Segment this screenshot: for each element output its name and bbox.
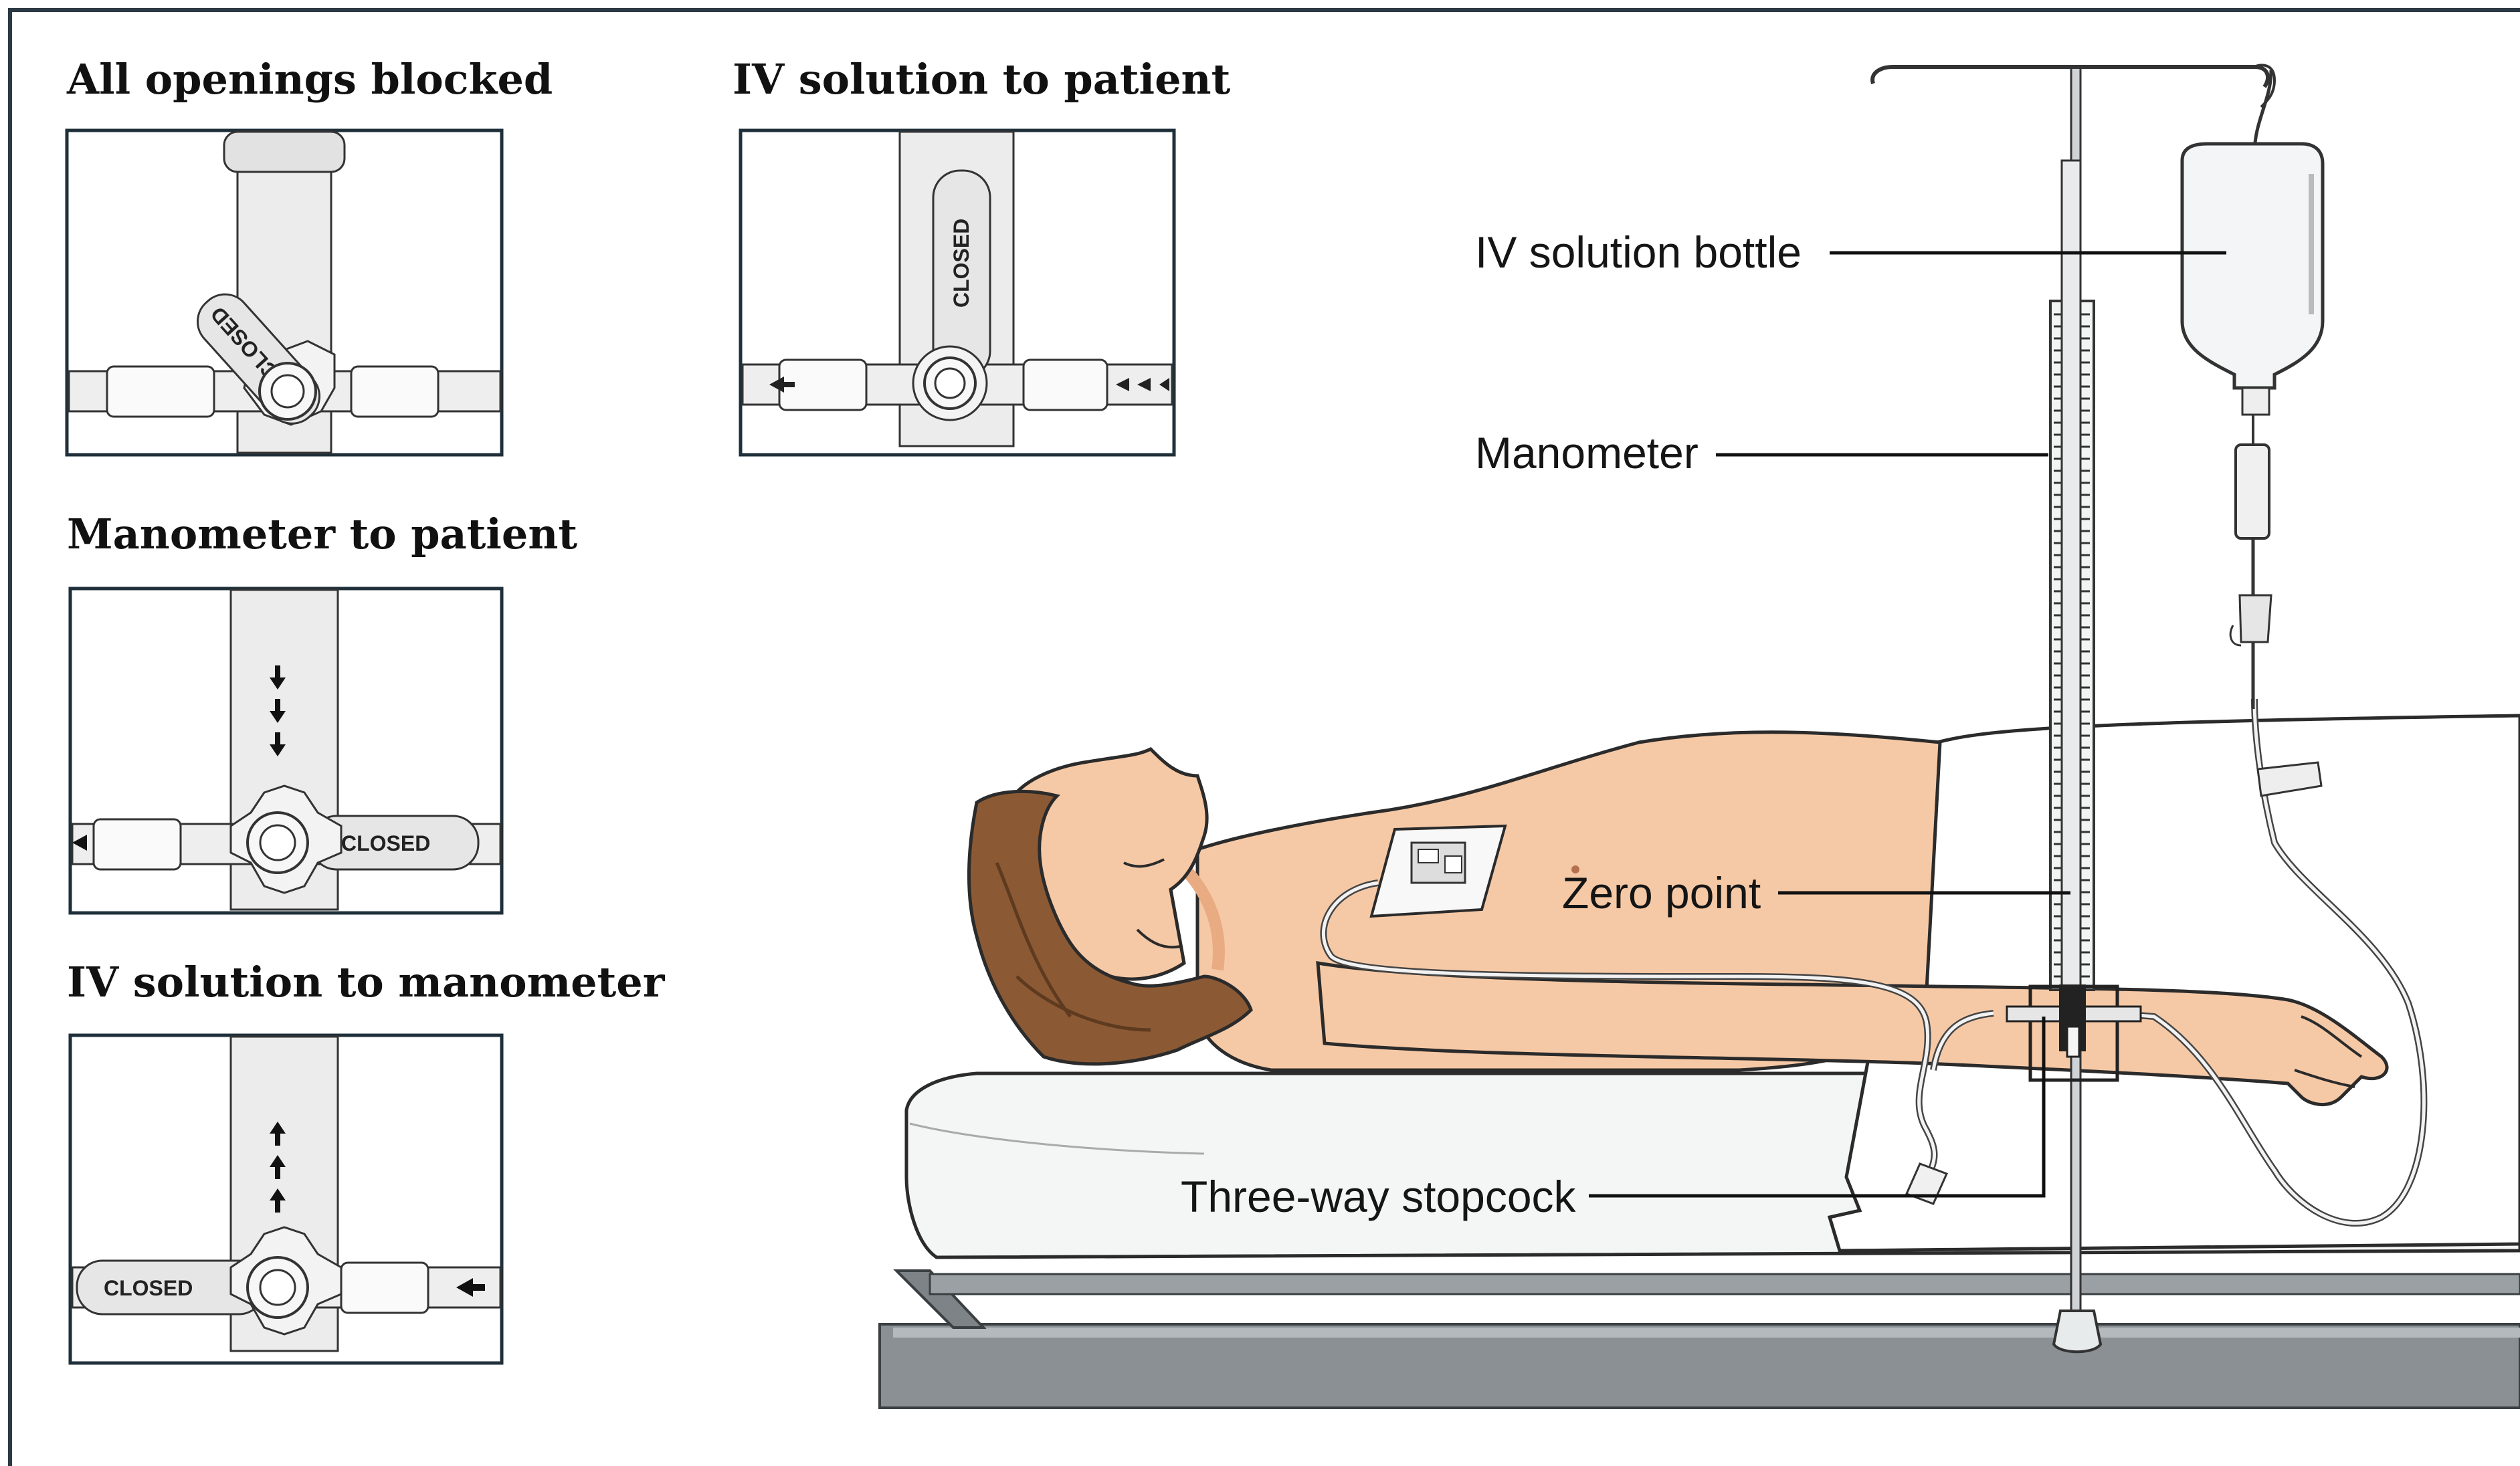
panel-title-manometer-to-patient: Manometer to patient [67, 510, 577, 558]
label-iv-solution-bottle: IV solution bottle [1475, 227, 1802, 277]
label-zero-point: Zero point [1562, 868, 1761, 918]
panel-iv-solution-to-patient: IV solution to patient CLOSED [733, 55, 1231, 455]
iv-bottle [2182, 70, 2323, 796]
panel-manometer-to-patient: Manometer to patient CLOSED [67, 510, 577, 913]
handle-label: CLOSED [341, 831, 430, 855]
panel-title-iv-solution-to-patient: IV solution to patient [733, 55, 1231, 104]
panel-title-iv-solution-to-manometer: IV solution to manometer [67, 958, 666, 1007]
handle-label: CLOSED [949, 219, 973, 308]
label-manometer: Manometer [1475, 428, 1699, 478]
handle-label: CLOSED [104, 1276, 193, 1300]
label-three-way-stopcock: Three-way stopcock [1181, 1172, 1577, 1221]
panel-iv-solution-to-manometer: IV solution to manometer CLOSED [67, 958, 666, 1363]
panel-all-openings-blocked: All openings blocked CLOSED [66, 55, 553, 455]
manometer [2050, 161, 2094, 990]
panel-title-all-openings-blocked: All openings blocked [66, 55, 553, 104]
bed-frame [880, 1271, 2520, 1408]
